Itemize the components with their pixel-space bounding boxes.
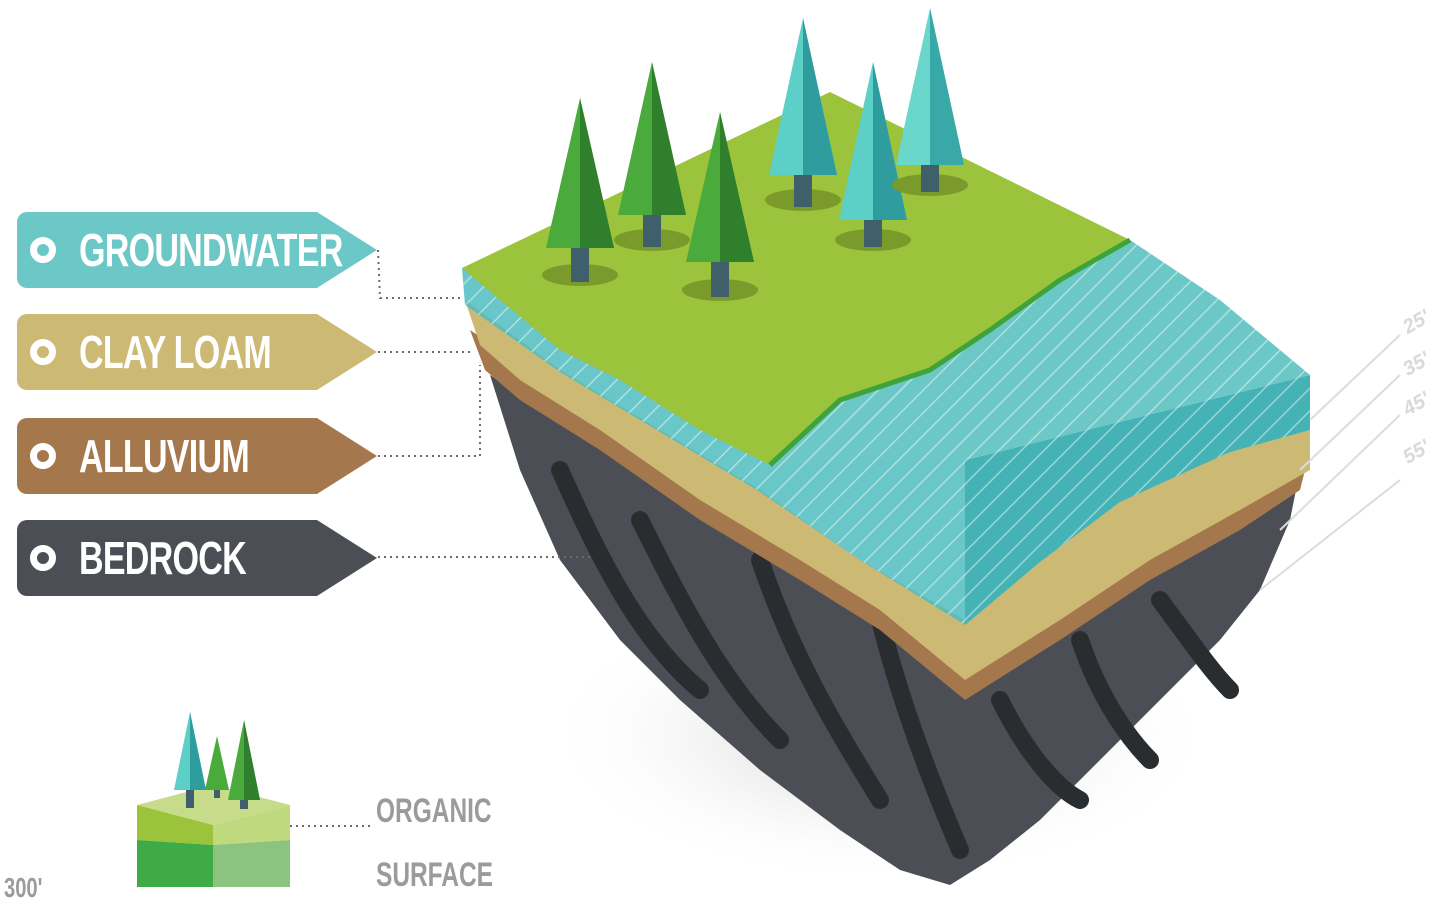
tree	[542, 98, 618, 286]
ring-icon	[30, 443, 56, 469]
mini-label-organic: ORGANIC	[376, 792, 492, 830]
ring-icon	[30, 339, 56, 365]
alluvium-layer	[470, 330, 1310, 700]
tag-point	[317, 314, 377, 390]
mini-label-surface: SURFACE	[376, 856, 493, 894]
tree	[682, 112, 758, 301]
tag-point	[317, 418, 377, 494]
tree	[765, 18, 841, 211]
mini-soil-cube	[137, 712, 290, 887]
legend-label: GROUNDWATER	[79, 224, 343, 276]
clay-loam-layer	[465, 300, 1310, 680]
tree	[614, 62, 690, 251]
mini-depth-label: 300'	[4, 872, 43, 903]
bedrock-crevices	[551, 461, 1239, 859]
ring-icon	[30, 237, 56, 263]
shoreline	[768, 237, 1132, 467]
legend-label: ALLUVIUM	[79, 430, 250, 482]
tree	[892, 8, 968, 196]
legend-tag-alluvium: ALLUVIUM	[17, 418, 377, 494]
tag-point	[317, 520, 377, 596]
legend-tag-groundwater: GROUNDWATER	[17, 212, 377, 288]
depth-guides	[1259, 334, 1401, 591]
legend-tag-bedrock: BEDROCK	[17, 520, 377, 596]
legend-label: BEDROCK	[79, 532, 247, 584]
tag-point	[317, 212, 377, 288]
connector-lines	[290, 249, 590, 827]
legend-label: CLAY LOAM	[79, 326, 272, 378]
ring-icon	[30, 545, 56, 571]
legend-tag-clay-loam: CLAY LOAM	[17, 314, 377, 390]
